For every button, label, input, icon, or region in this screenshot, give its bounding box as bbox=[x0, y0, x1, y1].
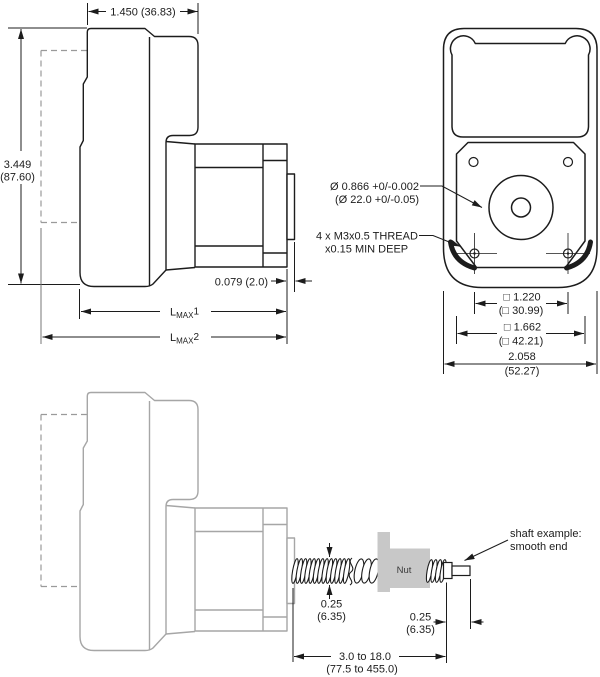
dim-sq-inner-mm: (□ 30.99) bbox=[499, 305, 544, 317]
rear-view: Ø 0.866 +0/-0.002 (Ø 22.0 +0/-0.05) 4 x … bbox=[316, 27, 598, 378]
pilot-label-line1: Ø 0.866 +0/-0.002 bbox=[330, 181, 419, 193]
nut bbox=[377, 532, 430, 592]
dim-lmax2-label: LMAX2 bbox=[170, 332, 199, 346]
gearmotor-ghost bbox=[79, 391, 296, 652]
thread-label-line1: 4 x M3x0.5 THREAD bbox=[316, 231, 418, 243]
screw-view: Nut shaft example: smooth end bbox=[40, 391, 582, 676]
dim-height-mm-label: (87.60) bbox=[0, 172, 35, 184]
rear-view-dimensions bbox=[443, 291, 598, 374]
dim-boss-label: 0.079 (2.0) bbox=[215, 277, 268, 289]
dim-height-in-label: 3.449 bbox=[4, 159, 32, 171]
screw-dimensions bbox=[292, 543, 484, 663]
dim-screw-dia-mm: (6.35) bbox=[317, 611, 346, 623]
shaft-note-line2: smooth end bbox=[510, 541, 567, 553]
shaft-note-leader bbox=[464, 539, 509, 561]
dim-sq-inner-in: □ 1.220 bbox=[503, 292, 540, 304]
dim-rear-width-mm: (52.27) bbox=[505, 366, 540, 378]
shaft-note-line1: shaft example: bbox=[510, 528, 582, 540]
dim-screw-dia-in: 0.25 bbox=[321, 599, 342, 611]
side-view-dimensions bbox=[8, 3, 312, 344]
nut-label: Nut bbox=[397, 565, 412, 576]
pilot-label-line2: (Ø 22.0 +0/-0.05) bbox=[335, 194, 419, 206]
nut-flange bbox=[377, 532, 390, 592]
side-view: 1.450 (36.83) 3.449 (87.60) 0.079 (2.0) … bbox=[0, 3, 312, 346]
pilot-leader bbox=[420, 185, 483, 208]
mount-hole-top-left bbox=[468, 156, 479, 168]
dim-screw-len-mm: (77.5 to 455.0) bbox=[326, 664, 398, 676]
smooth-end-shaft bbox=[442, 561, 471, 580]
dim-sq-outer-mm: (□ 42.21) bbox=[499, 336, 544, 348]
lead-screw-thread bbox=[289, 557, 382, 586]
dim-sq-outer-in: □ 1.662 bbox=[504, 322, 541, 334]
dim-rear-width-in: 2.058 bbox=[508, 351, 536, 363]
shaft-hole bbox=[510, 197, 532, 218]
nut-body bbox=[390, 548, 430, 588]
dim-end-mm: (6.35) bbox=[406, 624, 435, 636]
dim-end-in: 0.25 bbox=[410, 612, 431, 624]
rear-upper-body bbox=[449, 35, 591, 138]
thread-leader bbox=[419, 235, 461, 247]
dim-lmax1-label: LMAX1 bbox=[170, 307, 199, 321]
screw-break-symbol bbox=[348, 557, 354, 586]
thread-label-line2: x0.15 MIN DEEP bbox=[325, 244, 408, 256]
dim-width-label: 1.450 (36.83) bbox=[110, 7, 175, 19]
mount-hole-top-right bbox=[562, 156, 574, 168]
dim-screw-len-in: 3.0 to 18.0 bbox=[339, 651, 391, 663]
